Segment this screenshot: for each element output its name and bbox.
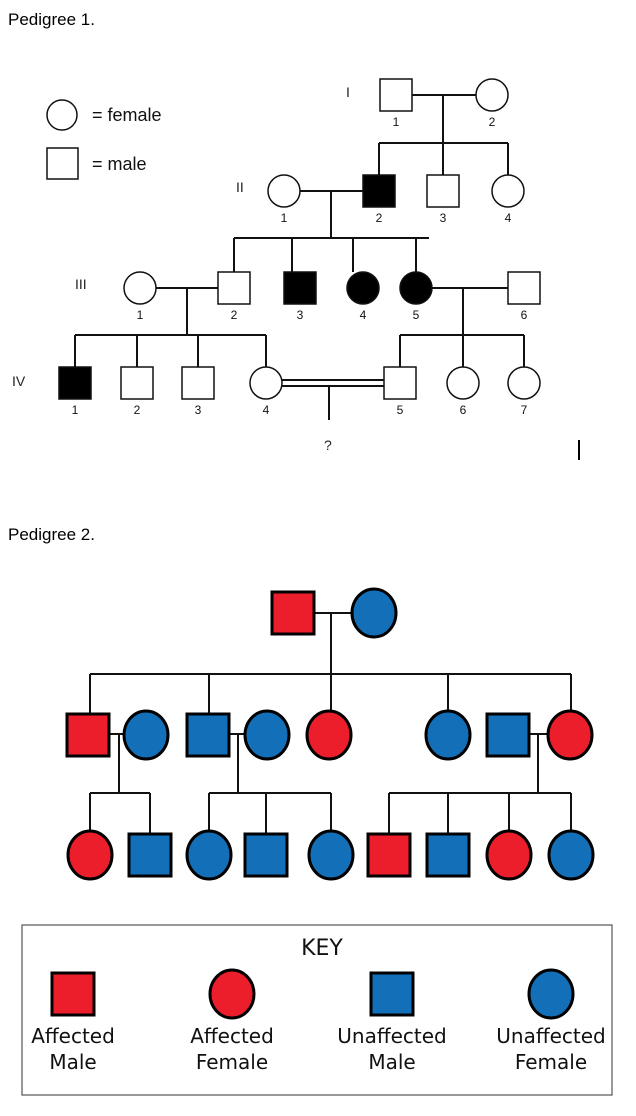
unknown-offspring-label: ? — [324, 437, 332, 453]
key-symbol-affected-male — [50, 971, 96, 1017]
p2-gen2-unaffected-female — [243, 709, 291, 761]
individual-label-iv-5: 5 — [397, 403, 404, 417]
p2-gen2-affected-male — [65, 712, 111, 758]
text-cursor — [578, 440, 580, 460]
individual-label-iii-3: 3 — [297, 308, 304, 322]
individual-iv-5-male — [383, 366, 417, 400]
individual-label-iv-7: 7 — [521, 403, 528, 417]
individual-i-1-male — [379, 78, 413, 112]
individual-label-ii-4: 4 — [505, 211, 512, 225]
pedigree-2-title: Pedigree 2. — [8, 525, 95, 544]
pedigree-1-diagram: = female = male I II III IV — [12, 78, 541, 453]
individual-iii-6-male — [507, 271, 541, 305]
individual-iii-3-affected-male — [283, 271, 317, 305]
p2-gen2-unaffected-male — [485, 712, 531, 758]
generation-label-II: II — [236, 179, 244, 195]
legend-female-label: = female — [92, 105, 162, 125]
individual-iv-6-female — [446, 366, 480, 400]
individual-iii-2-male — [217, 271, 251, 305]
individual-label-iii-1: 1 — [137, 308, 144, 322]
individual-label-ii-1: 1 — [281, 211, 288, 225]
p2-gen2-unaffected-female — [122, 709, 170, 761]
p2-gen1-affected-male — [270, 590, 316, 636]
key-label-unaffected-female-line1: Unaffected — [496, 1024, 606, 1048]
key-label-unaffected-female-line2: Female — [515, 1050, 587, 1074]
individual-ii-4-female — [491, 174, 525, 208]
key-title: KEY — [301, 936, 343, 961]
individual-label-ii-2: 2 — [376, 211, 383, 225]
individual-iv-4-female — [249, 366, 283, 400]
individual-iv-1-affected-male — [58, 366, 92, 400]
p2-gen3-affected-female — [66, 829, 114, 881]
key-symbol-unaffected-male — [369, 971, 415, 1017]
p2-gen3-unaffected-female — [185, 829, 233, 881]
pedigree-1-title: Pedigree 1. — [8, 10, 95, 29]
p2-gen1-unaffected-female — [350, 587, 398, 639]
p2-gen2-affected-female — [305, 709, 353, 761]
key-label-unaffected-male-line2: Male — [368, 1050, 415, 1074]
legend-male-label: = male — [92, 154, 147, 174]
individual-ii-2-affected-male — [362, 174, 396, 208]
legend-female-symbol — [46, 99, 78, 131]
individual-iv-3-male — [181, 366, 215, 400]
p2-gen3-affected-male — [366, 832, 412, 878]
key-box — [21, 924, 613, 1096]
p2-gen3-unaffected-female — [307, 829, 355, 881]
p2-gen3-affected-female — [485, 829, 533, 881]
individual-label-iv-2: 2 — [134, 403, 141, 417]
individual-label-ii-3: 3 — [440, 211, 447, 225]
p2-gen3-unaffected-male — [425, 832, 471, 878]
pedigree-1-lines — [74, 94, 525, 420]
p2-gen2-affected-female — [546, 709, 594, 761]
individual-ii-3-male — [426, 174, 460, 208]
key-label-unaffected-male-line1: Unaffected — [337, 1024, 447, 1048]
p2-gen2-unaffected-male — [185, 712, 231, 758]
generation-label-I: I — [346, 84, 350, 100]
key-symbol-unaffected-female — [527, 968, 575, 1020]
key-symbol-affected-female — [208, 968, 256, 1020]
individual-iii-5-affected-female — [399, 271, 433, 305]
p2-gen3-unaffected-male — [243, 832, 289, 878]
p2-gen3-unaffected-male — [127, 832, 173, 878]
key-label-affected-female-line2: Female — [196, 1050, 268, 1074]
individual-label-iv-3: 3 — [195, 403, 202, 417]
individual-label-i-2: 2 — [489, 115, 496, 129]
individual-iii-4-affected-female — [346, 271, 380, 305]
generation-label-III: III — [75, 276, 87, 292]
individual-ii-1-female — [267, 174, 301, 208]
individual-iii-1-female — [123, 271, 157, 305]
legend-male-symbol — [46, 147, 79, 180]
individual-iv-2-male — [120, 366, 154, 400]
individual-label-iii-2: 2 — [231, 308, 238, 322]
p2-gen3-unaffected-female — [547, 829, 595, 881]
individual-iv-7-female — [507, 366, 541, 400]
pedigree-1-legend: = female = male — [46, 99, 162, 180]
key-label-affected-male-line1: Affected — [31, 1024, 115, 1048]
individual-label-i-1: 1 — [393, 115, 400, 129]
individual-label-iv-6: 6 — [460, 403, 467, 417]
generation-label-IV: IV — [12, 373, 26, 389]
key-label-affected-male-line2: Male — [49, 1050, 96, 1074]
key-label-affected-female-line1: Affected — [190, 1024, 274, 1048]
individual-label-iv-4: 4 — [263, 403, 270, 417]
p2-gen2-unaffected-female — [424, 709, 472, 761]
individual-label-iii-5: 5 — [413, 308, 420, 322]
individual-label-iv-1: 1 — [72, 403, 79, 417]
pedigree-2-lines — [89, 612, 572, 838]
individual-i-2-female — [475, 78, 509, 112]
individual-label-iii-4: 4 — [360, 308, 367, 322]
individual-label-iii-6: 6 — [521, 308, 528, 322]
